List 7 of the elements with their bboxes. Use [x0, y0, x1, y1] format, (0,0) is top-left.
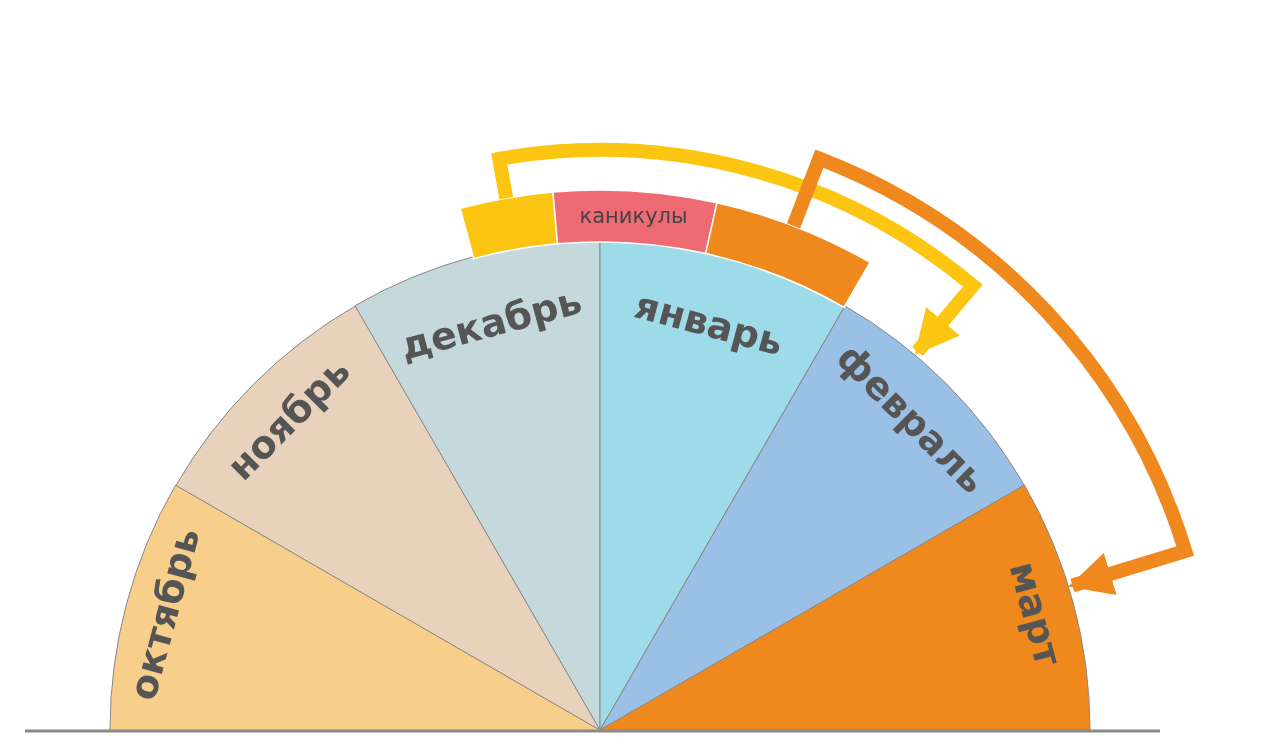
curved-arrow [492, 143, 980, 357]
curved-arrow [787, 151, 1193, 596]
month-label: январь [628, 281, 789, 367]
band-segment [459, 191, 559, 260]
band-label: каникулы [579, 203, 688, 231]
month-label: октябрь [119, 521, 210, 706]
month-label: март [999, 555, 1072, 673]
